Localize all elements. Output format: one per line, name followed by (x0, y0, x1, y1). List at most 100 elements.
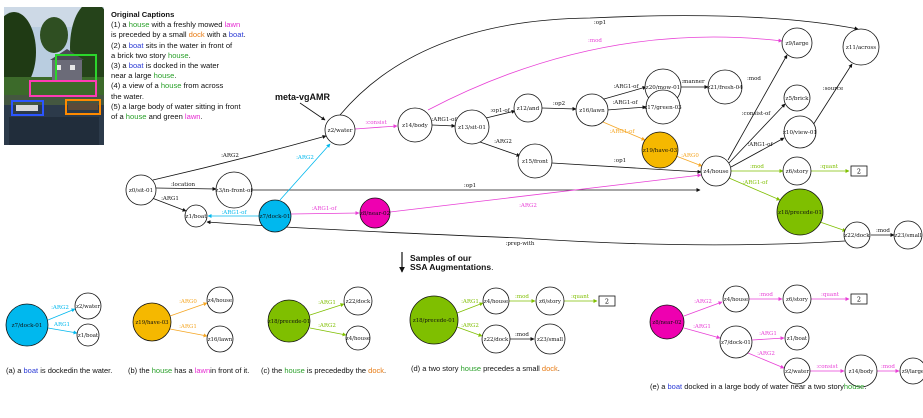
samples-label: Samples of our SSA Augmentations. (410, 254, 493, 272)
node-z1: z1/boat (184, 204, 208, 228)
node-z15: z15/front (517, 143, 553, 179)
node-z17-label: z17/green-03 (644, 105, 682, 111)
sub-b-node-z19-label: z19/have-03 (135, 320, 169, 326)
node-z4-label: z4/house (703, 169, 729, 175)
caption-line: (d) a two story house precedes a small d… (411, 364, 560, 373)
edge-consist-label: :consist (365, 120, 387, 126)
node-z1-circle (184, 204, 208, 228)
edge-mod-z22-z23-label: :mod (876, 228, 890, 234)
node-z10-label: z10/view-01 (783, 130, 817, 136)
sub-e-node-z14-circle (844, 354, 878, 388)
sub-a-node-z7-circle (5, 303, 49, 347)
edge-arg1of-z14-z13-label: :ARG1-of (431, 117, 457, 123)
node-z14-circle (397, 107, 433, 143)
caption-segment: . (384, 366, 387, 375)
caption-line: of a house and green lawn. (111, 112, 323, 122)
node-box-2-label: 2 (857, 168, 861, 176)
sub-d-node-z22: z22/dock (481, 324, 511, 354)
sub-d-box-2-rect (598, 295, 616, 307)
node-z22-circle (843, 221, 871, 249)
sub-e-edge-arg1b (751, 336, 785, 341)
node-z14: z14/body (397, 107, 433, 143)
edge-op2 (541, 106, 577, 111)
caption-segment: dock (188, 30, 205, 40)
sub-d-edge-arg2 (456, 326, 483, 337)
caption-segment: house (128, 20, 150, 30)
sub-e-node-z4: z4/house (722, 285, 750, 313)
edge-mod-z14-z9 (427, 36, 783, 111)
edge-source-label: :source (823, 86, 844, 92)
node-z2-circle (324, 114, 356, 146)
node-z2-label: z2/water (328, 128, 353, 134)
sub-d-node-z4-circle (482, 287, 510, 315)
node-z8-label: z8/near-02 (360, 211, 391, 217)
caption-segment: a brick two story (111, 50, 168, 60)
node-z11-label: z11/across (846, 45, 876, 51)
caption-segment: is preceded by a small (111, 30, 189, 40)
node-z15-label: z15/front (522, 159, 549, 165)
sub-e-node-z2: z2/water (783, 357, 811, 385)
sub-b-edge-arg1-label: :ARG1 (179, 324, 197, 330)
node-z0-circle (125, 174, 157, 206)
edge-consistof-z4-z5 (728, 103, 786, 164)
subgraph-caption: (e) a boat docked in a large body of wat… (650, 382, 866, 391)
sub-e-node-z9-circle (899, 357, 923, 385)
node-z6: z6/story (782, 156, 812, 186)
meta-vgamr-arrow (299, 102, 326, 121)
edge-op1of (485, 109, 516, 119)
node-z4: z4/house (700, 155, 732, 187)
photo-illustration (4, 7, 104, 145)
sub-c-node-z22: z22/dock (343, 286, 373, 316)
caption-segment: lawn (194, 366, 211, 375)
caption-segment: . (174, 71, 177, 81)
sub-e-node-z7-label: z7/dock-01 (721, 340, 751, 346)
edge-arg2-z18-z22 (819, 221, 847, 232)
caption-line: house. (844, 382, 867, 391)
sub-d-node-z18-circle (409, 295, 459, 345)
sub-e-edge-arg1-label: :ARG1 (693, 324, 711, 330)
node-z8: z8/near-02 (359, 197, 391, 229)
sub-d-node-z22-label: z22/dock (484, 337, 509, 343)
sub-a-edge-arg1 (47, 327, 78, 335)
sub-e-node-z9: z9/large (899, 357, 923, 385)
caption-line: by the dock. (346, 366, 386, 375)
caption-line: (b) the house has a lawn (128, 366, 210, 375)
caption-segment: (b) the (128, 366, 152, 375)
node-z12-circle (513, 93, 543, 123)
caption-line: (5) a large body of water sitting in fro… (111, 102, 323, 112)
sub-e-box-2-rect (850, 293, 868, 305)
caption-line: near a large house. (111, 71, 323, 81)
edge-arg2-z7-z2-label: :ARG2 (296, 155, 314, 161)
edge-arg0-z19-z4 (675, 155, 703, 167)
caption-segment: (4) a view of a (111, 81, 161, 91)
node-z14-label: z14/body (402, 123, 428, 129)
caption-segment: boat (128, 61, 144, 71)
node-z22-label: z22/dock (844, 233, 870, 239)
node-z21-label: z21/fresh-04 (707, 85, 743, 91)
node-z3-circle (215, 171, 253, 209)
edge-op1-z3-z4-label: :op1 (464, 183, 476, 189)
node-z13-label: z13/sit-01 (458, 125, 486, 131)
caption-line: (1) a house with a freshly mowed lawn (111, 20, 323, 30)
edge-arg1of-z7-z1-label: :ARG1-of (221, 210, 247, 216)
sub-d-node-z18: z18/precede-01 (409, 295, 459, 345)
edge-arg1of-z4-z10-label: :ARG1-of (747, 142, 773, 148)
edge-arg2-z13-z15 (479, 141, 521, 157)
sub-e-node-z4-label: z4/house (724, 297, 748, 303)
caption-segment: (d) a two story (411, 364, 461, 373)
node-z23-label: z23/small (894, 233, 921, 239)
caption-segment: is docked in the water (143, 61, 220, 71)
sub-a-node-z1: z1/boat (76, 323, 100, 347)
caption-segment: by the (345, 366, 369, 375)
caption-segment: house (284, 366, 305, 375)
caption-segment: lawn (184, 112, 201, 122)
caption-segment: the water. (111, 91, 144, 101)
node-z0-label: z0/sit-01 (129, 188, 153, 194)
sub-c-edge-arg1 (309, 303, 345, 316)
node-z1-label: z1/boat (186, 214, 208, 220)
sub-b-node-z16-label: z16/lawn (208, 337, 233, 343)
sub-d-node-z6-circle (535, 286, 565, 316)
edge-arg1of-z16-z20 (603, 86, 647, 100)
sub-e-box-2-label: 2 (857, 296, 861, 304)
